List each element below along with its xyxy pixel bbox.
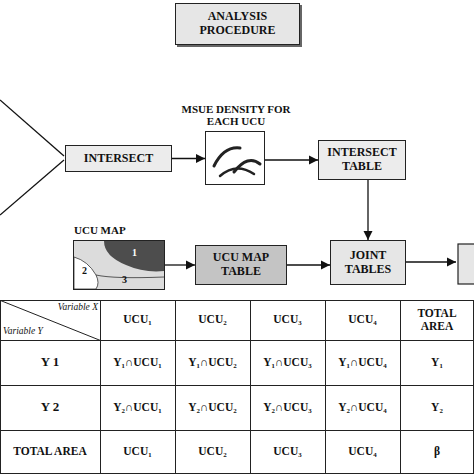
map-region xyxy=(104,241,164,271)
cell-text: Y 1 xyxy=(41,355,60,370)
region-number: 1 xyxy=(132,247,137,258)
table-cell: UCU₂ xyxy=(175,300,250,340)
outgoing-arrow xyxy=(400,261,456,262)
cell-text: UCU₃ xyxy=(273,445,301,458)
cell-text: Y₂∩UCU₂ xyxy=(188,401,236,414)
table-cell: UCU₄ xyxy=(325,430,400,474)
incoming-line xyxy=(0,100,64,156)
cell-text: Y 2 xyxy=(41,400,60,415)
cell-text: Y₁∩UCU₄ xyxy=(338,356,386,369)
cell-text: Y₂∩UCU₄ xyxy=(338,401,386,414)
node-heading: MSUE DENSITY FOR EACH UCU xyxy=(171,103,301,128)
table-box: JOINT TABLES xyxy=(330,240,406,285)
table-cell: TOTAL AREA xyxy=(0,430,100,474)
node-label: INTERSECT TABLE xyxy=(324,146,400,174)
table-cell: Y₂∩UCU₁ xyxy=(100,385,175,430)
table-cell: Y₁∩UCU₃ xyxy=(250,340,325,385)
table-cell: Y₂∩UCU₄ xyxy=(325,385,400,430)
table-cell: UCU₃ xyxy=(250,300,325,340)
table-cell: β xyxy=(400,430,474,474)
cell-text: UCU₂ xyxy=(198,445,226,458)
connector-arrow xyxy=(265,159,318,160)
table-cell: Y₁∩UCU₁ xyxy=(100,340,175,385)
map-box: UCU MAP123 xyxy=(73,240,165,290)
cell-text: Y₂∩UCU₃ xyxy=(263,401,311,414)
table-box: INTERSECT TABLE xyxy=(318,140,406,180)
table-cell: UCU₁ xyxy=(100,430,175,474)
axis-label: Variable Y xyxy=(3,326,43,336)
connector-arrow xyxy=(287,264,330,265)
cell-text: TOTAL AREA xyxy=(411,307,463,333)
map-region xyxy=(74,257,98,289)
node-heading: UCU MAP xyxy=(74,224,164,237)
table-cell: Y₁∩UCU₄ xyxy=(325,340,400,385)
table-cell: Y₂ xyxy=(400,385,474,430)
cell-text: β xyxy=(434,445,440,458)
map-boundary xyxy=(96,275,164,278)
table-cell: UCU₄ xyxy=(325,300,400,340)
cell-text: Y₁∩UCU₂ xyxy=(188,356,236,369)
axis-label: Variable X xyxy=(58,302,98,312)
connector-arrow xyxy=(367,180,368,240)
connector-arrow xyxy=(165,264,195,265)
table-cell: Y₂∩UCU₂ xyxy=(175,385,250,430)
node-label: UCU MAP TABLE xyxy=(201,251,281,279)
node-label: ANALYSIS PROCEDURE xyxy=(193,10,283,38)
node-label: INTERSECT xyxy=(84,152,153,166)
map-figure xyxy=(74,241,164,289)
cell-text: TOTAL AREA xyxy=(13,445,86,458)
density-figure-box: MSUE DENSITY FOR EACH UCU xyxy=(205,131,265,185)
cell-text: Y₁ xyxy=(431,356,443,369)
table-cell: UCU₁ xyxy=(100,300,175,340)
cell-text: Y₁∩UCU₁ xyxy=(113,356,161,369)
cell-text: UCU₂ xyxy=(198,313,226,326)
table-cell: Y₂∩UCU₃ xyxy=(250,385,325,430)
cell-text: UCU₄ xyxy=(348,313,376,326)
cut-off-box xyxy=(458,244,474,284)
density-arc xyxy=(220,168,254,176)
table-cell: UCU₃ xyxy=(250,430,325,474)
cell-text: Y₂ xyxy=(431,401,443,414)
title-box: ANALYSIS PROCEDURE xyxy=(175,3,300,45)
table-box: UCU MAP TABLE xyxy=(195,245,287,285)
table-cell: Y 2 xyxy=(0,385,100,430)
cell-text: UCU₁ xyxy=(123,445,151,458)
cell-text: Y₂∩UCU₁ xyxy=(113,401,161,414)
table-cell: Y₁ xyxy=(400,340,474,385)
cell-text: UCU₁ xyxy=(123,313,151,326)
table-grid xyxy=(0,300,474,474)
density-arcs xyxy=(206,132,264,184)
cell-text: UCU₄ xyxy=(348,445,376,458)
cell-text: Y₁∩UCU₃ xyxy=(263,356,311,369)
table-cell: UCU₂ xyxy=(175,430,250,474)
table-cell: Y 1 xyxy=(0,340,100,385)
region-number: 2 xyxy=(82,265,87,276)
region-number: 3 xyxy=(122,274,127,285)
cell-text: UCU₃ xyxy=(273,313,301,326)
connector-arrow xyxy=(172,158,205,159)
table-cell: Y₁∩UCU₂ xyxy=(175,340,250,385)
process-box: INTERSECT xyxy=(65,145,172,172)
table-cell: TOTAL AREA xyxy=(400,300,474,340)
density-arc xyxy=(214,148,240,166)
incoming-line xyxy=(0,160,64,215)
node-label: JOINT TABLES xyxy=(336,249,400,277)
